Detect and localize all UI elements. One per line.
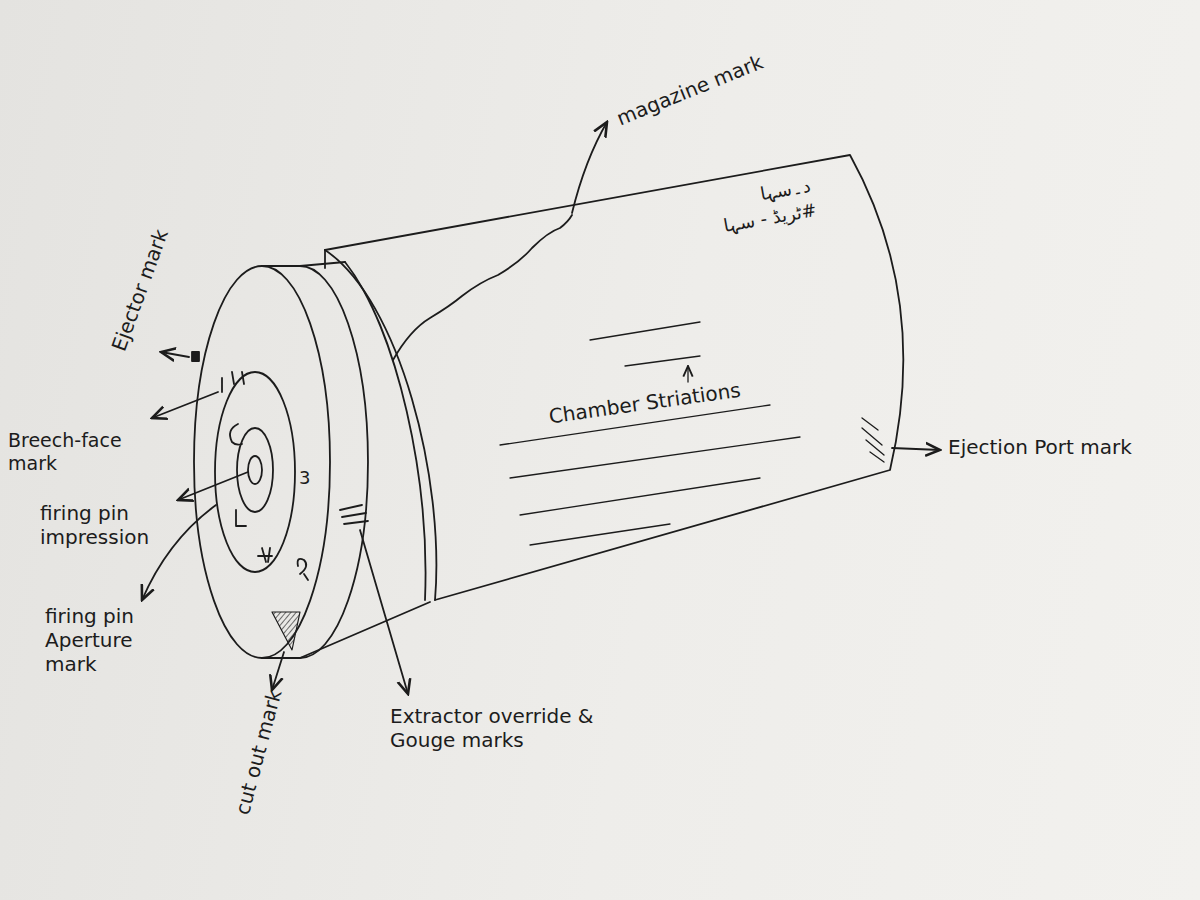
headstamp-mark [236, 510, 246, 526]
part-label: Ejector mark [107, 226, 173, 354]
leader-line [152, 392, 218, 418]
groove-edge [324, 250, 326, 268]
rim-bottom [262, 602, 430, 658]
part-label: magazine mark [613, 50, 766, 131]
part-label: Ejection Port mark [948, 435, 1132, 459]
leader-line [142, 505, 216, 600]
primer [237, 428, 273, 512]
headstamp-number: 3 [299, 467, 310, 489]
extractor-groove [345, 262, 426, 600]
part-label: firing pin Aperture mark [45, 604, 145, 676]
part-label: cut out mark [230, 687, 286, 817]
leader-line [687, 366, 688, 382]
headstamp-text: #ٹریڈ - سہا [722, 199, 818, 237]
part-label: firing pin impression [40, 501, 180, 549]
leader-line [161, 352, 189, 357]
leader-line [572, 122, 607, 213]
aperture-ring [215, 372, 295, 572]
cut-out-mark [272, 612, 300, 650]
breech-face-marks [222, 372, 244, 392]
headstamp-mark [258, 548, 272, 562]
leader-line [892, 448, 940, 450]
body-end [325, 250, 436, 600]
leader-line [360, 530, 408, 694]
extractor-marks [340, 505, 368, 524]
part-label: Breech-face mark [8, 429, 148, 475]
part-label: Chamber Striations [547, 378, 742, 429]
rim-edge [300, 266, 368, 658]
leader-line [178, 472, 248, 500]
leader-line [272, 652, 284, 690]
firing-pin-impression [248, 456, 262, 484]
headstamp-mark [230, 424, 242, 445]
magazine-mark [393, 215, 572, 360]
headstamp-mark [298, 559, 308, 580]
chamber-striations [500, 322, 800, 545]
case-head [194, 266, 330, 658]
rim-top [262, 262, 345, 266]
ejection-port-mark [862, 418, 884, 462]
part-label: Extractor override & Gouge marks [390, 704, 600, 752]
case-body [325, 155, 903, 600]
ejector-mark [192, 352, 199, 361]
